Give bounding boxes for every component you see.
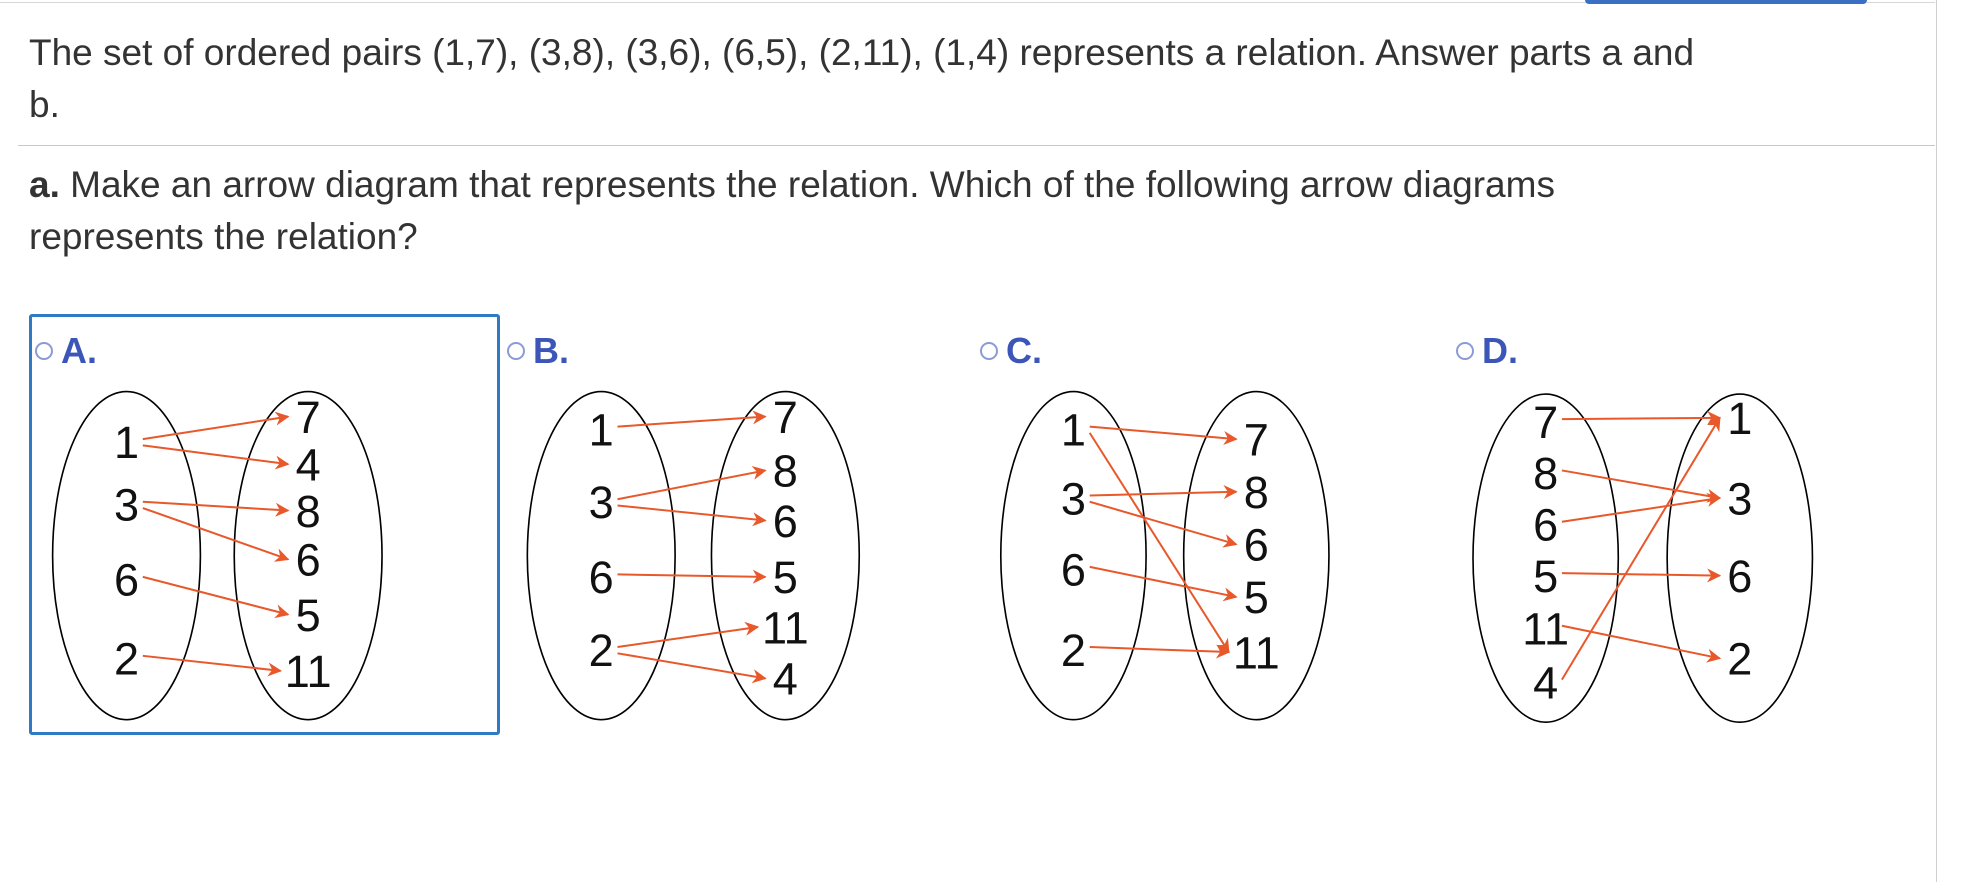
question-text-line1: The set of ordered pairs (1,7), (3,8), (…	[29, 32, 1695, 73]
range-value: 5	[296, 590, 321, 641]
range-value: 11	[762, 602, 809, 653]
option-d[interactable]: D.	[1456, 330, 1518, 372]
part-a-label: a.	[29, 164, 60, 205]
domain-ellipse	[999, 390, 1147, 721]
range-value: 11	[1233, 627, 1280, 678]
range-value: 7	[1244, 414, 1269, 465]
range-value: 7	[296, 392, 321, 443]
domain-value: 1	[589, 404, 614, 455]
top-border	[0, 2, 1935, 3]
domain-value: 1	[114, 417, 139, 468]
relation-arrow	[1089, 485, 1238, 500]
option-c-label: C.	[1006, 330, 1042, 371]
relation-arrow	[1088, 432, 1230, 654]
domain-value: 7	[1533, 397, 1558, 448]
relation-arrow	[142, 507, 290, 562]
range-value: 6	[773, 496, 798, 547]
relation-arrow	[142, 444, 290, 470]
domain-value: 3	[589, 477, 614, 528]
range-value: 7	[773, 392, 798, 443]
range-value: 6	[296, 535, 321, 586]
range-value: 11	[285, 646, 332, 697]
range-value: 3	[1727, 473, 1752, 524]
domain-value: 4	[1533, 657, 1558, 708]
relation-arrow	[1089, 565, 1238, 602]
range-value: 6	[1727, 551, 1752, 602]
range-value: 5	[1244, 572, 1269, 623]
range-value: 8	[1244, 467, 1269, 518]
radio-icon[interactable]	[507, 342, 525, 360]
relation-arrow	[617, 652, 767, 684]
range-value: 4	[773, 654, 798, 705]
domain-value: 6	[1061, 545, 1086, 596]
top-button[interactable]	[1585, 0, 1867, 4]
relation-arrow	[142, 500, 290, 517]
radio-icon[interactable]	[35, 342, 53, 360]
option-c[interactable]: C.	[980, 330, 1042, 372]
range-value: 2	[1727, 634, 1752, 685]
range-value: 1	[1727, 393, 1752, 444]
range-ellipse	[233, 390, 383, 721]
relation-arrow	[617, 465, 767, 501]
range-ellipse	[1666, 393, 1814, 724]
relation-arrow	[617, 621, 760, 649]
domain-value: 2	[589, 625, 614, 676]
part-a-prompt-line2: represents the relation?	[29, 216, 418, 257]
relation-arrow	[142, 575, 290, 619]
domain-ellipse	[526, 390, 676, 721]
radio-icon[interactable]	[1456, 342, 1474, 360]
part-a-prompt: a. Make an arrow diagram that represents…	[29, 159, 1555, 211]
domain-value: 6	[1533, 500, 1558, 551]
range-value: 4	[296, 439, 321, 490]
option-b-label: B.	[533, 330, 569, 371]
domain-value: 6	[589, 552, 614, 603]
domain-ellipse	[1472, 393, 1620, 724]
relation-arrow	[1089, 644, 1231, 659]
relation-arrow	[1561, 469, 1722, 503]
range-ellipse	[710, 390, 861, 721]
divider	[18, 145, 1935, 146]
domain-value: 3	[114, 480, 139, 531]
domain-value: 11	[1522, 604, 1569, 655]
scrollbar-edge	[1936, 0, 1937, 882]
relation-arrow	[1089, 425, 1238, 446]
radio-icon[interactable]	[980, 342, 998, 360]
relation-arrow	[142, 654, 282, 677]
relation-arrow	[617, 410, 767, 428]
range-value: 5	[773, 552, 798, 603]
relation-arrow	[1561, 410, 1722, 425]
domain-value: 1	[1061, 404, 1086, 455]
range-value: 8	[296, 486, 321, 537]
domain-ellipse	[51, 390, 202, 721]
domain-value: 8	[1533, 448, 1558, 499]
relation-arrow	[1561, 624, 1722, 663]
selected-option-box	[29, 314, 500, 735]
part-a-text: Make an arrow diagram that represents th…	[59, 164, 1555, 205]
domain-value: 2	[1061, 625, 1086, 676]
option-a-label: A.	[61, 330, 97, 371]
relation-arrow	[617, 504, 767, 527]
relation-arrow	[142, 411, 290, 441]
relation-arrow	[1561, 492, 1722, 523]
range-value: 6	[1244, 520, 1269, 571]
relation-arrow	[617, 569, 767, 584]
domain-value: 5	[1533, 551, 1558, 602]
range-ellipse	[1182, 390, 1330, 721]
option-d-label: D.	[1482, 330, 1518, 371]
relation-arrow	[1561, 416, 1721, 681]
range-value: 8	[773, 446, 798, 497]
option-a[interactable]: A.	[35, 330, 97, 372]
option-b[interactable]: B.	[507, 330, 569, 372]
domain-value: 6	[114, 555, 139, 606]
question-text-line2: b.	[29, 84, 60, 125]
relation-arrow	[1089, 500, 1238, 548]
relation-arrow	[1561, 568, 1722, 583]
domain-value: 3	[1061, 473, 1086, 524]
domain-value: 2	[114, 634, 139, 685]
